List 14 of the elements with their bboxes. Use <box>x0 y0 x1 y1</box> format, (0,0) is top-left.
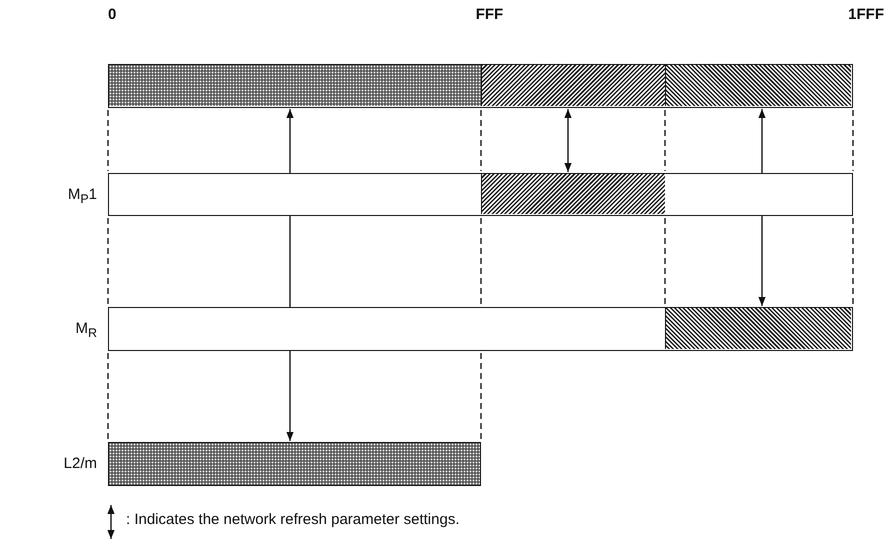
row-label: M$_{P}$1 <box>68 186 97 208</box>
legend-text: : Indicates the network refresh parameter settings. <box>126 511 460 529</box>
memory-segment <box>664 308 851 349</box>
memory-segment <box>109 65 480 106</box>
address-label: 0 <box>108 6 116 24</box>
memory-bar <box>108 64 853 108</box>
row-label: M$_{R}$ <box>75 320 97 342</box>
memory-segment <box>480 65 664 106</box>
row-label: L2/m <box>64 455 97 473</box>
memory-segment <box>664 65 851 106</box>
address-label: 1FFF <box>848 6 884 24</box>
memory-segment <box>480 174 664 214</box>
double-arrow <box>564 109 572 172</box>
address-label: FFF <box>476 6 504 24</box>
